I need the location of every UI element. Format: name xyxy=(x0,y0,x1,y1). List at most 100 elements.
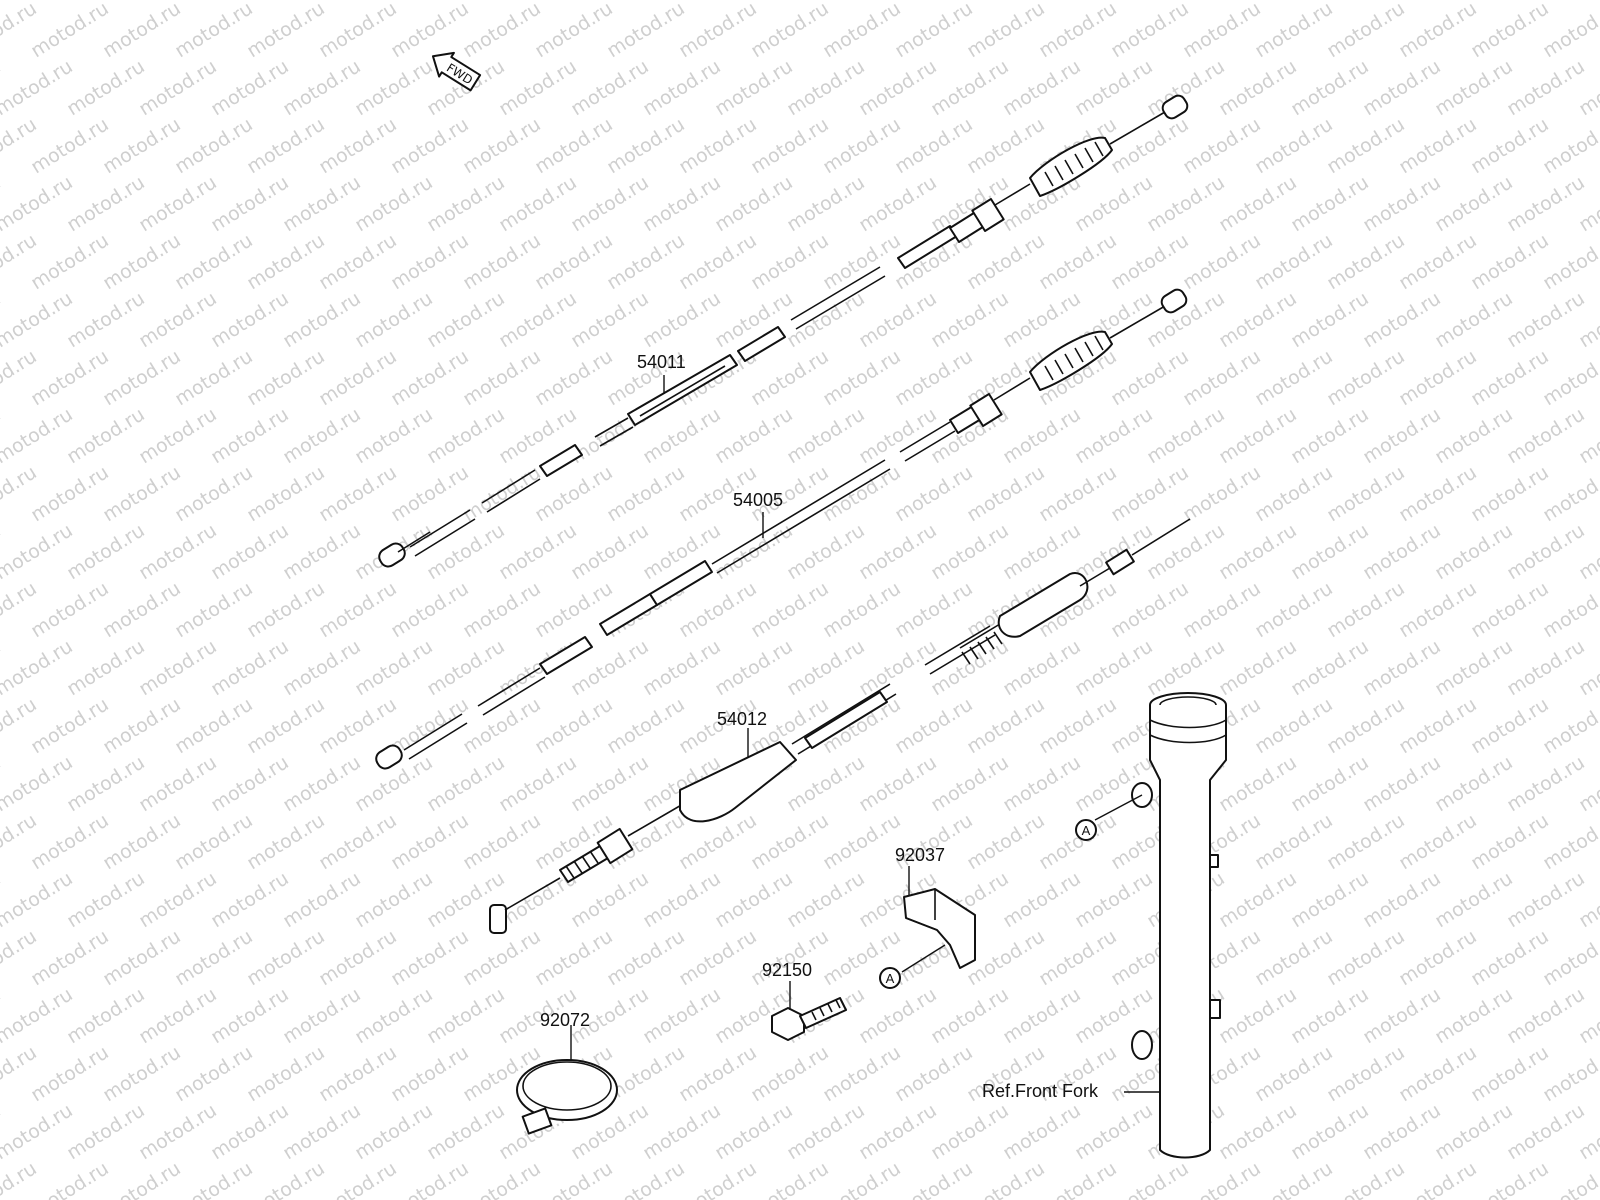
watermark-text: motod.ru xyxy=(963,693,1049,758)
watermark-text: motod.ru xyxy=(351,0,437,4)
watermark-text: motod.ru xyxy=(63,751,149,816)
watermark-text: motod.ru xyxy=(207,403,293,468)
watermark-text: motod.ru xyxy=(1071,171,1157,236)
cable-54012-lower-adjuster xyxy=(559,799,691,883)
watermark-text: motod.ru xyxy=(63,171,149,236)
cable-54011-sheath xyxy=(409,225,958,557)
watermark-text: motod.ru xyxy=(567,171,653,236)
watermark-text: motod.ru xyxy=(1431,635,1517,700)
watermark-text: motod.ru xyxy=(243,1041,329,1106)
watermark-text: motod.ru xyxy=(783,55,869,120)
watermark-text: motod.ru xyxy=(819,113,905,178)
watermark-text: motod.ru xyxy=(855,519,941,584)
watermark-text: motod.ru xyxy=(0,171,77,236)
watermark-text: motod.ru xyxy=(171,809,257,874)
watermark-text: motod.ru xyxy=(999,983,1085,1048)
watermark-text: motod.ru xyxy=(783,0,869,4)
watermark-text: motod.ru xyxy=(63,55,149,120)
watermark-text: motod.ru xyxy=(567,287,653,352)
watermark-text: motod.ru xyxy=(1431,287,1517,352)
watermark-text: motod.ru xyxy=(927,519,1013,584)
watermark-text: motod.ru xyxy=(315,925,401,990)
watermark-text: motod.ru xyxy=(135,287,221,352)
watermark-text: motod.ru xyxy=(711,403,797,468)
watermark-text: motod.ru xyxy=(207,287,293,352)
watermark-text: motod.ru xyxy=(0,519,77,584)
cable-54005-lower-end-fitting xyxy=(375,744,403,770)
watermark-text: motod.ru xyxy=(1323,1157,1409,1200)
watermark-text: motod.ru xyxy=(1323,809,1409,874)
watermark-text: motod.ru xyxy=(567,519,653,584)
watermark-text: motod.ru xyxy=(819,0,905,62)
watermark-text: motod.ru xyxy=(1215,983,1301,1048)
watermark-text: motod.ru xyxy=(1323,577,1409,642)
watermark-text: motod.ru xyxy=(1179,577,1265,642)
watermark-text: motod.ru xyxy=(747,0,833,62)
watermark-text: motod.ru xyxy=(1179,229,1265,294)
watermark-text: motod.ru xyxy=(819,1041,905,1106)
watermark-text: motod.ru xyxy=(747,809,833,874)
watermark-text: motod.ru xyxy=(0,983,77,1048)
watermark-text: motod.ru xyxy=(1287,0,1373,4)
watermark-text: motod.ru xyxy=(459,229,545,294)
watermark-text: motod.ru xyxy=(315,809,401,874)
watermark-text: motod.ru xyxy=(855,0,941,4)
watermark-text: motod.ru xyxy=(1539,577,1600,642)
watermark-text: motod.ru xyxy=(603,925,689,990)
watermark-text: motod.ru xyxy=(1359,55,1445,120)
watermark-text: motod.ru xyxy=(99,693,185,758)
watermark-text: motod.ru xyxy=(999,403,1085,468)
watermark-text: motod.ru xyxy=(1071,0,1157,4)
watermark-text: motod.ru xyxy=(531,0,617,62)
watermark-text: motod.ru xyxy=(747,229,833,294)
cable-54011-upper-end-fitting xyxy=(1161,94,1189,120)
watermark-text: motod.ru xyxy=(387,229,473,294)
watermark-text: motod.ru xyxy=(1431,403,1517,468)
watermark-text: motod.ru xyxy=(315,577,401,642)
watermark-text: motod.ru xyxy=(747,577,833,642)
watermark-text: motod.ru xyxy=(783,403,869,468)
watermark-text: motod.ru xyxy=(387,925,473,990)
watermark-text: motod.ru xyxy=(99,0,185,62)
watermark-text: motod.ru xyxy=(1431,751,1517,816)
watermark-text: motod.ru xyxy=(603,0,689,62)
watermark-text: motod.ru xyxy=(891,113,977,178)
watermark-text: motod.ru xyxy=(1251,1157,1337,1200)
watermark-text: motod.ru xyxy=(171,1041,257,1106)
watermark-text: motod.ru xyxy=(1143,519,1229,584)
label-92150: 92150 xyxy=(762,960,813,980)
watermark-text: motod.ru xyxy=(27,1157,113,1200)
watermark-text: motod.ru xyxy=(1215,635,1301,700)
watermark-text: motod.ru xyxy=(1359,751,1445,816)
cable-54005-sheath xyxy=(403,421,956,760)
watermark-text: motod.ru xyxy=(1503,751,1589,816)
watermark-text: motod.ru xyxy=(999,55,1085,120)
watermark-text: motod.ru xyxy=(1287,983,1373,1048)
watermark-text: motod.ru xyxy=(783,1099,869,1164)
watermark-text: motod.ru xyxy=(1467,229,1553,294)
watermark-text: motod.ru xyxy=(171,577,257,642)
watermark-text: motod.ru xyxy=(1323,229,1409,294)
watermark-text: motod.ru xyxy=(171,925,257,990)
watermark-text: motod.ru xyxy=(963,461,1049,526)
watermark-text: motod.ru xyxy=(207,171,293,236)
watermark-text: motod.ru xyxy=(387,113,473,178)
watermark-text: motod.ru xyxy=(927,287,1013,352)
watermark-text: motod.ru xyxy=(171,113,257,178)
watermark-text: motod.ru xyxy=(603,461,689,526)
watermark-text: motod.ru xyxy=(171,461,257,526)
watermark-text: motod.ru xyxy=(999,0,1085,4)
watermark-text: motod.ru xyxy=(1467,461,1553,526)
watermark-text: motod.ru xyxy=(1071,867,1157,932)
watermark-text: motod.ru xyxy=(27,345,113,410)
watermark-text: motod.ru xyxy=(927,983,1013,1048)
watermark-text: motod.ru xyxy=(1467,113,1553,178)
watermark-text: motod.ru xyxy=(1539,925,1600,990)
watermark-text: motod.ru xyxy=(603,693,689,758)
watermark-text: motod.ru xyxy=(135,751,221,816)
watermark-text: motod.ru xyxy=(1215,867,1301,932)
watermark-text: motod.ru xyxy=(675,1157,761,1200)
watermark-text: motod.ru xyxy=(495,751,581,816)
watermark-text: motod.ru xyxy=(279,867,365,932)
watermark-text: motod.ru xyxy=(1287,1099,1373,1164)
